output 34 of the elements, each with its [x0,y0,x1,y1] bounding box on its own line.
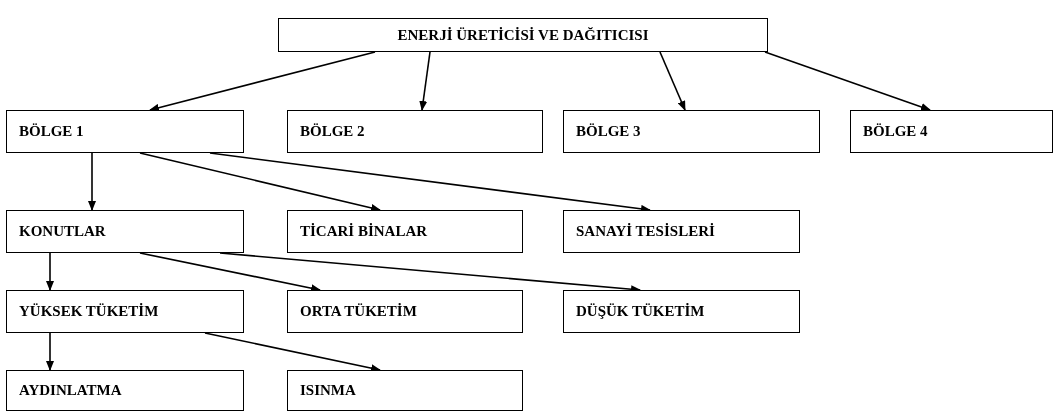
process-box [850,110,1053,153]
arrow [659,51,686,111]
process-box [6,370,244,411]
box-label: SANAYİ TESİSLERİ [576,223,715,240]
box-label: ENERJİ ÜRETİCİSİ VE DAĞITICISI [397,26,649,44]
box-label: ORTA TÜKETİM [300,303,417,320]
process-box [563,210,800,253]
box-label: BÖLGE 4 [863,123,928,140]
box-label: AYDINLATMA [19,382,122,399]
arrow [46,252,54,291]
process-box [6,210,244,253]
box-label: BÖLGE 2 [300,123,365,140]
box-label: TİCARİ BİNALAR [300,223,428,240]
process-box [287,110,543,153]
arrow [139,152,381,212]
arrow [46,332,54,371]
process-box [287,290,523,333]
process-box [6,290,244,333]
arrow [149,51,376,112]
box-label: BÖLGE 1 [19,123,84,140]
process-box [287,370,523,411]
box-label: YÜKSEK TÜKETİM [19,303,159,320]
box-label: DÜŞÜK TÜKETİM [576,303,705,320]
process-box [563,110,820,153]
box-label: KONUTLAR [19,223,106,240]
box-label: ISINMA [300,382,356,399]
arrow [419,51,431,111]
box-label: BÖLGE 3 [576,123,641,140]
arrow [764,51,931,111]
process-box [287,210,523,253]
arrow [88,152,96,211]
process-box [563,290,800,333]
process-box [6,110,244,153]
process-box [278,18,768,52]
